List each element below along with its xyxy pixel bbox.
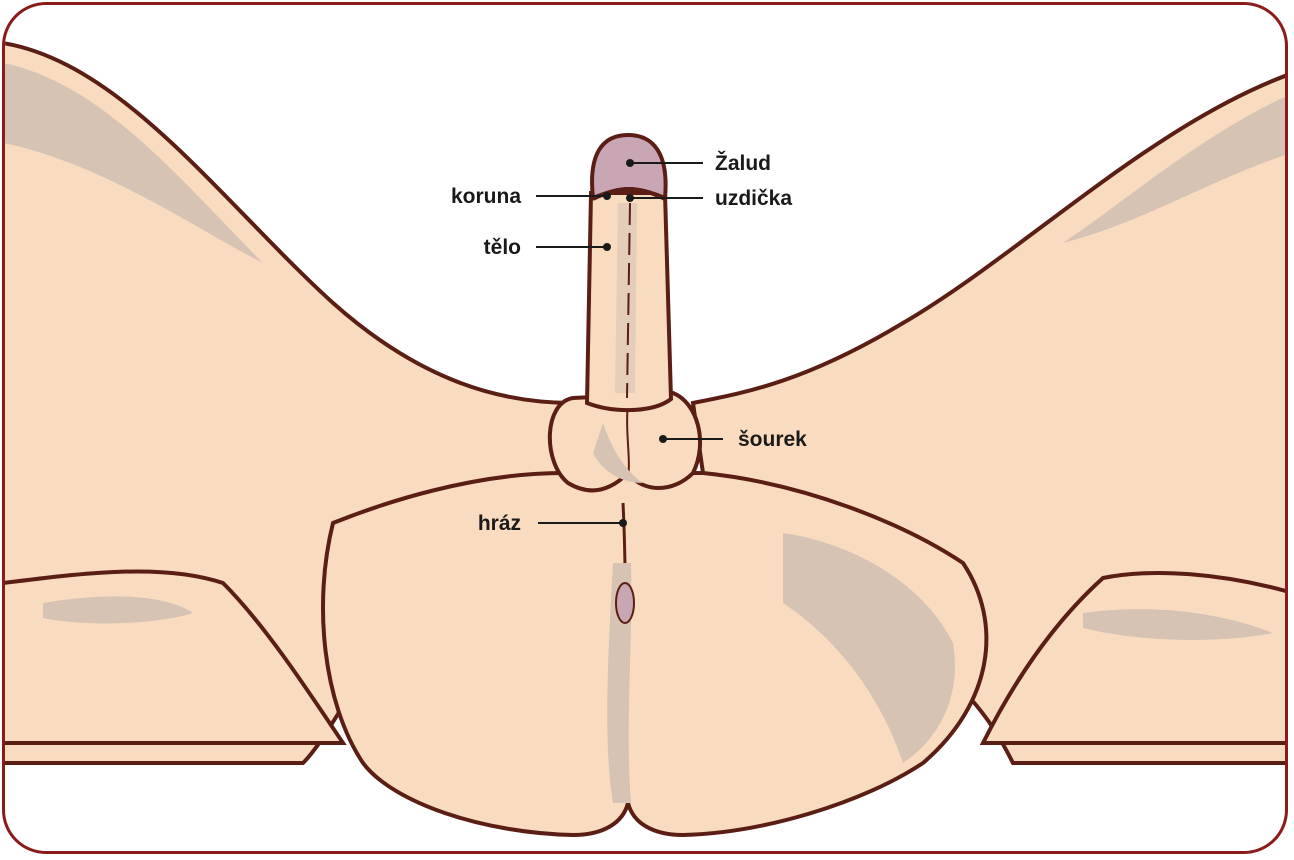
svg-text:Žalud: Žalud	[715, 151, 771, 175]
svg-text:hráz: hráz	[478, 512, 521, 535]
anatomy-illustration: Žalud koruna uzdička tělo šourek hráz	[5, 5, 1288, 854]
svg-text:šourek: šourek	[738, 428, 807, 451]
svg-text:koruna: koruna	[451, 185, 521, 208]
svg-text:uzdička: uzdička	[715, 187, 792, 210]
shaft-shadow	[615, 203, 637, 393]
label-corona: koruna	[451, 185, 611, 208]
anus	[616, 583, 634, 623]
svg-text:tělo: tělo	[484, 236, 521, 259]
